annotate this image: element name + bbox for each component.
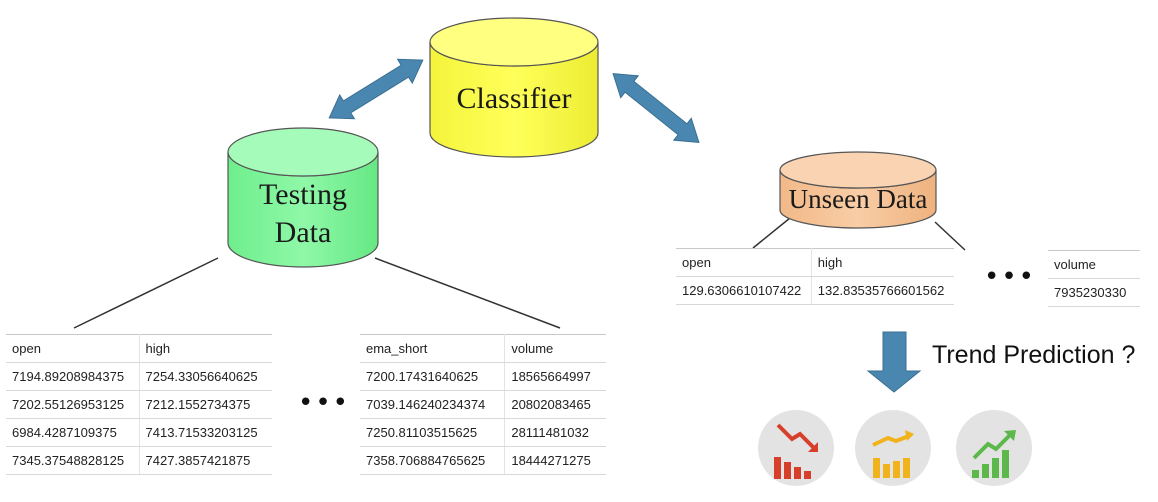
table-row: 7345.37548828125 7427.3857421875: [6, 446, 272, 475]
table-row: 7250.81103515625 28111481032: [360, 418, 606, 447]
testing-label-line2: Data: [275, 216, 332, 249]
unseen-connector-right: [934, 221, 966, 251]
table-cell: 7212.1552734375: [139, 390, 272, 419]
table-cell: 132.83535766601562: [811, 276, 954, 305]
table-cell: 28111481032: [504, 418, 606, 447]
testing-connector-right: [374, 257, 561, 329]
table-row: 7202.55126953125 7212.1552734375: [6, 390, 272, 419]
table-cell: 18444271275: [504, 446, 606, 475]
table-cell: 7413.71533203125: [139, 418, 272, 447]
table-cell: 7039.146240234374: [360, 390, 506, 419]
unseen-data-cylinder: Unseen Data: [779, 151, 937, 229]
table-cell: 7200.17431640625: [360, 362, 506, 391]
table-row: 7194.89208984375 7254.33056640625: [6, 362, 272, 391]
classifier-label: Classifier: [457, 82, 572, 115]
table-header-row: ema_short volume: [360, 334, 606, 363]
table-cell: 6984.4287109375: [6, 418, 140, 447]
table-header: high: [811, 248, 954, 277]
table-row: 7200.17431640625 18565664997: [360, 362, 606, 391]
unseen-connector-left: [752, 217, 791, 249]
table-row: 7935230330: [1048, 278, 1140, 307]
down-arrow: [866, 331, 922, 393]
table-header: high: [139, 334, 272, 363]
table-header-row: open high: [6, 334, 272, 363]
table-cell: 7358.706884765625: [360, 446, 506, 475]
table-header: ema_short: [360, 334, 506, 363]
testing-table-left: open high 7194.89208984375 7254.33056640…: [6, 334, 272, 475]
table-cell: 7935230330: [1048, 278, 1140, 307]
table-header: open: [6, 334, 140, 363]
classifier-cylinder: Classifier: [429, 17, 599, 158]
table-cell: 7250.81103515625: [360, 418, 506, 447]
testing-label-line1: Testing: [259, 178, 347, 211]
double-arrow-classifier-unseen: [612, 73, 700, 143]
unseen-table-ellipsis: •••: [984, 262, 1037, 292]
table-cell: 7254.33056640625: [139, 362, 272, 391]
testing-connector-left: [73, 257, 219, 329]
trend-prediction-label: Trend Prediction ?: [932, 341, 1136, 369]
table-header: open: [676, 248, 812, 277]
trend-down-icon: [758, 410, 834, 486]
table-cell: 20802083465: [504, 390, 606, 419]
testing-table-right: ema_short volume 7200.17431640625 185656…: [360, 334, 606, 475]
table-row: 7039.146240234374 20802083465: [360, 390, 606, 419]
testing-table-ellipsis: •••: [298, 388, 351, 418]
table-cell: 7345.37548828125: [6, 446, 140, 475]
table-row: 6984.4287109375 7413.71533203125: [6, 418, 272, 447]
table-header: volume: [1048, 250, 1140, 279]
trend-up-icon: [956, 410, 1032, 486]
table-cell: 129.6306610107422: [676, 276, 812, 305]
unseen-label: Unseen Data: [789, 184, 928, 214]
trend-sideways-icon: [855, 410, 931, 486]
table-row: 129.6306610107422 132.83535766601562: [676, 276, 954, 305]
table-cell: 18565664997: [504, 362, 606, 391]
table-cell: 7194.89208984375: [6, 362, 140, 391]
testing-data-cylinder: Testing Data: [227, 127, 379, 268]
table-cell: 7427.3857421875: [139, 446, 272, 475]
table-header-row: volume: [1048, 250, 1140, 279]
table-cell: 7202.55126953125: [6, 390, 140, 419]
table-header-row: open high: [676, 248, 954, 277]
table-row: 7358.706884765625 18444271275: [360, 446, 606, 475]
table-header: volume: [504, 334, 606, 363]
unseen-table-left: open high 129.6306610107422 132.83535766…: [676, 248, 954, 305]
unseen-table-right: volume 7935230330: [1048, 250, 1140, 307]
double-arrow-testing-classifier: [328, 58, 424, 120]
